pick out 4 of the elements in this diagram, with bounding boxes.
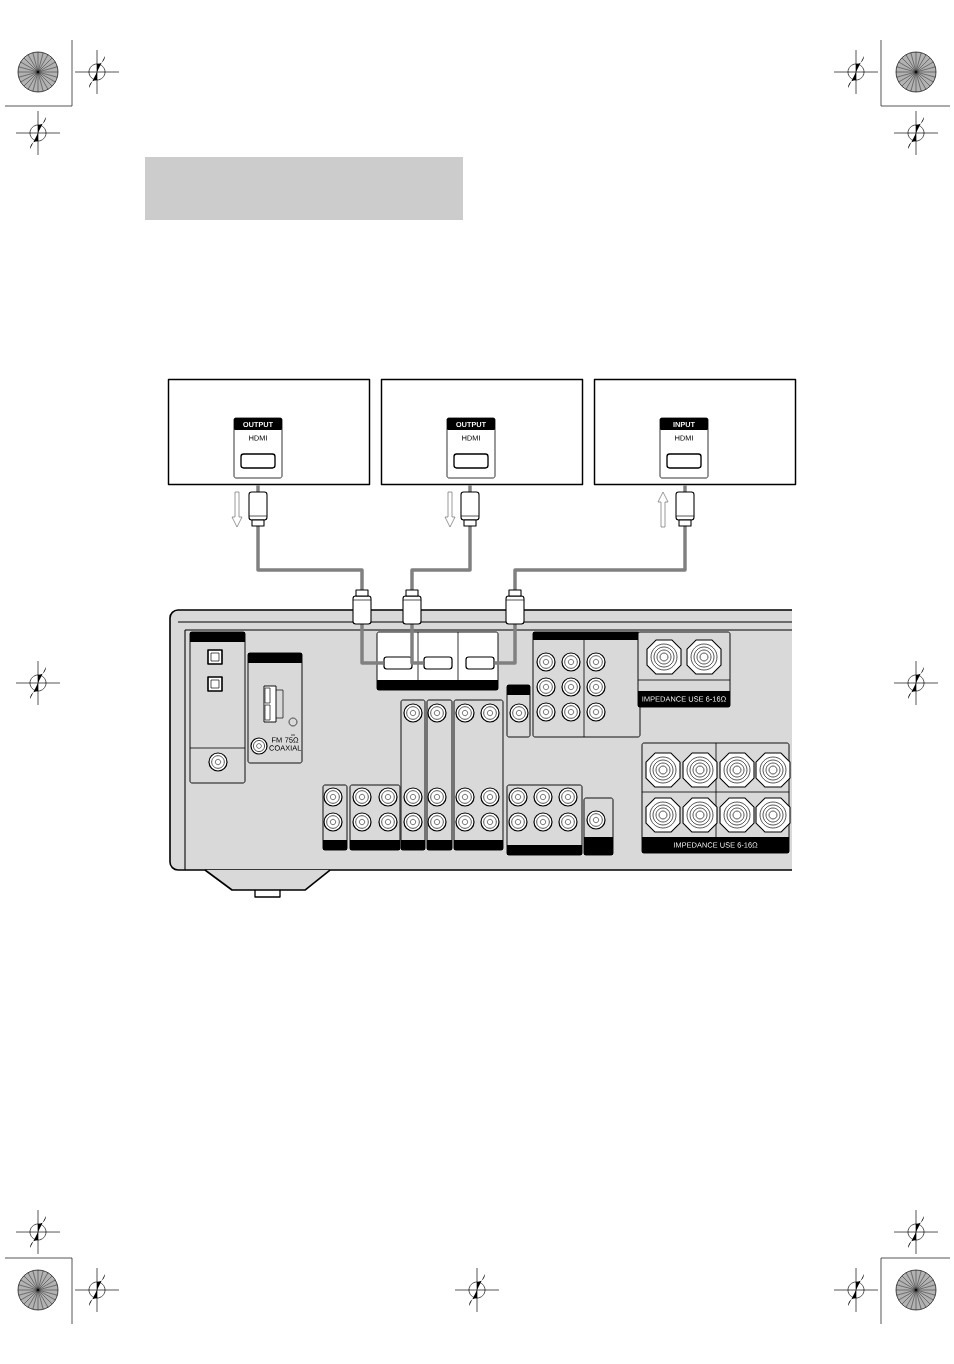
hdmi-port — [465, 656, 495, 670]
heading-bar — [145, 157, 463, 220]
hdmi-port — [383, 656, 413, 670]
hdmi-port — [423, 656, 453, 670]
